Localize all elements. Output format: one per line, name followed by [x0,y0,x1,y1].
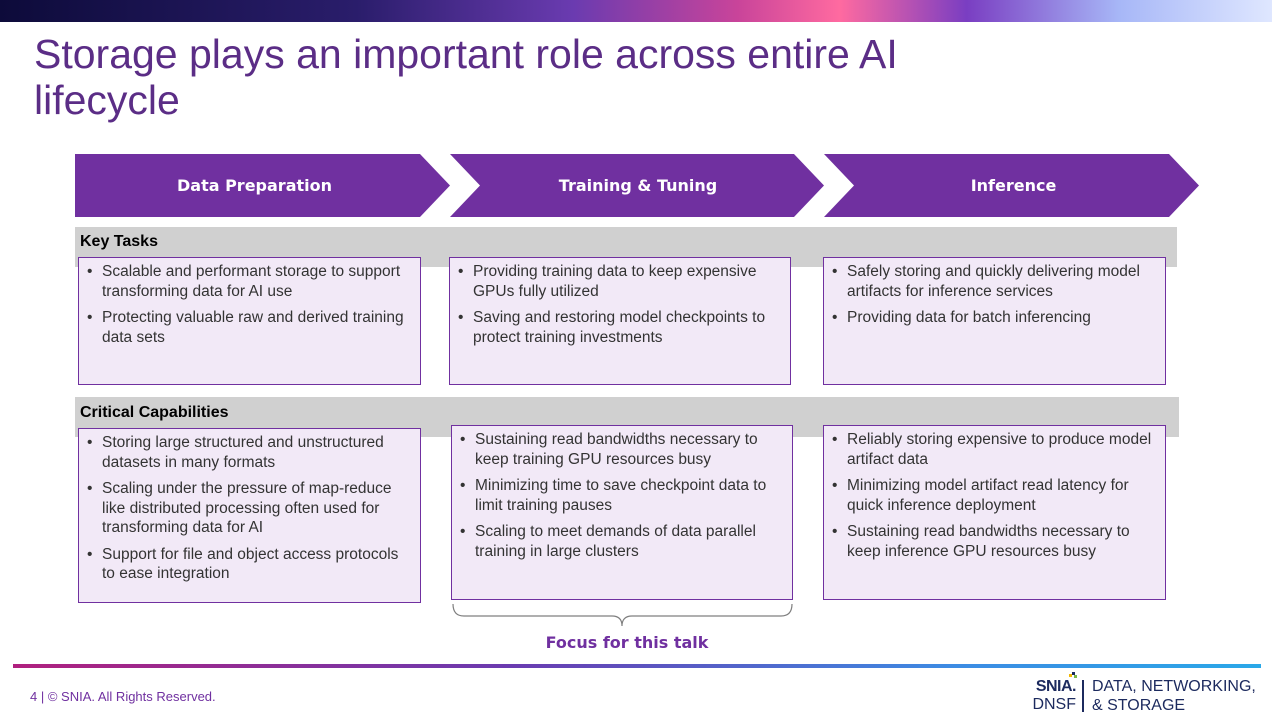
bullet-item: Scaling to meet demands of data parallel… [458,522,786,561]
header-banner-image [0,0,1272,22]
focus-brace-icon [452,603,793,627]
bullet-item: Scalable and performant storage to suppo… [85,262,414,301]
snia-mark-icon [1069,672,1077,678]
stage-label: Data Preparation [176,176,332,195]
bullet-item: Minimizing time to save checkpoint data … [458,476,786,515]
logo-snia-text: SNIA. [1035,678,1077,695]
stage-label: Training & Tuning [558,176,718,195]
key-tasks-box-inference: Safely storing and quickly delivering mo… [823,257,1166,385]
capabilities-box-training-tuning: Sustaining read bandwidths necessary to … [451,425,793,600]
logo-tagline-line-2: & STORAGE [1092,697,1186,714]
logo-tagline-line-1: DATA, NETWORKING, [1092,678,1256,695]
bullet-item: Providing data for batch inferencing [830,308,1159,328]
stage-arrow-training-tuning: Training & Tuning [450,154,824,217]
bullet-item: Protecting valuable raw and derived trai… [85,308,414,347]
section-label-key-tasks: Key Tasks [80,233,158,250]
title-line-1: Storage plays an important role across e… [34,31,898,77]
bullet-item: Support for file and object access proto… [85,545,414,584]
bullet-item: Saving and restoring model checkpoints t… [456,308,784,347]
key-tasks-box-training-tuning: Providing training data to keep expensiv… [449,257,791,385]
footer-divider [13,664,1261,668]
stage-arrow-inference: Inference [824,154,1199,217]
page-title: Storage plays an important role across e… [34,31,1134,123]
bullet-item: Sustaining read bandwidths necessary to … [830,522,1159,561]
bullet-item: Reliably storing expensive to produce mo… [830,430,1159,469]
bullet-item: Providing training data to keep expensiv… [456,262,784,301]
logo-separator [1082,680,1084,712]
footer-copyright: 4 | © SNIA. All Rights Reserved. [30,689,216,704]
section-label-critical-capabilities: Critical Capabilities [80,404,229,421]
bullet-item: Sustaining read bandwidths necessary to … [458,430,786,469]
capabilities-box-data-preparation: Storing large structured and unstructure… [78,428,421,603]
bullet-item: Scaling under the pressure of map-reduce… [85,479,414,538]
bullet-item: Safely storing and quickly delivering mo… [830,262,1159,301]
title-line-2: lifecycle [34,77,180,123]
snia-dnsf-logo: SNIA. DNSF DATA, NETWORKING, & STORAGE [1026,672,1266,714]
stage-label: Inference [970,176,1057,195]
key-tasks-box-data-preparation: Scalable and performant storage to suppo… [78,257,421,385]
logo-dnsf-text: DNSF [1032,696,1076,713]
stage-arrow-data-preparation: Data Preparation [75,154,450,217]
capabilities-box-inference: Reliably storing expensive to produce mo… [823,425,1166,600]
focus-label: Focus for this talk [545,633,709,652]
bullet-item: Minimizing model artifact read latency f… [830,476,1159,515]
bullet-item: Storing large structured and unstructure… [85,433,414,472]
